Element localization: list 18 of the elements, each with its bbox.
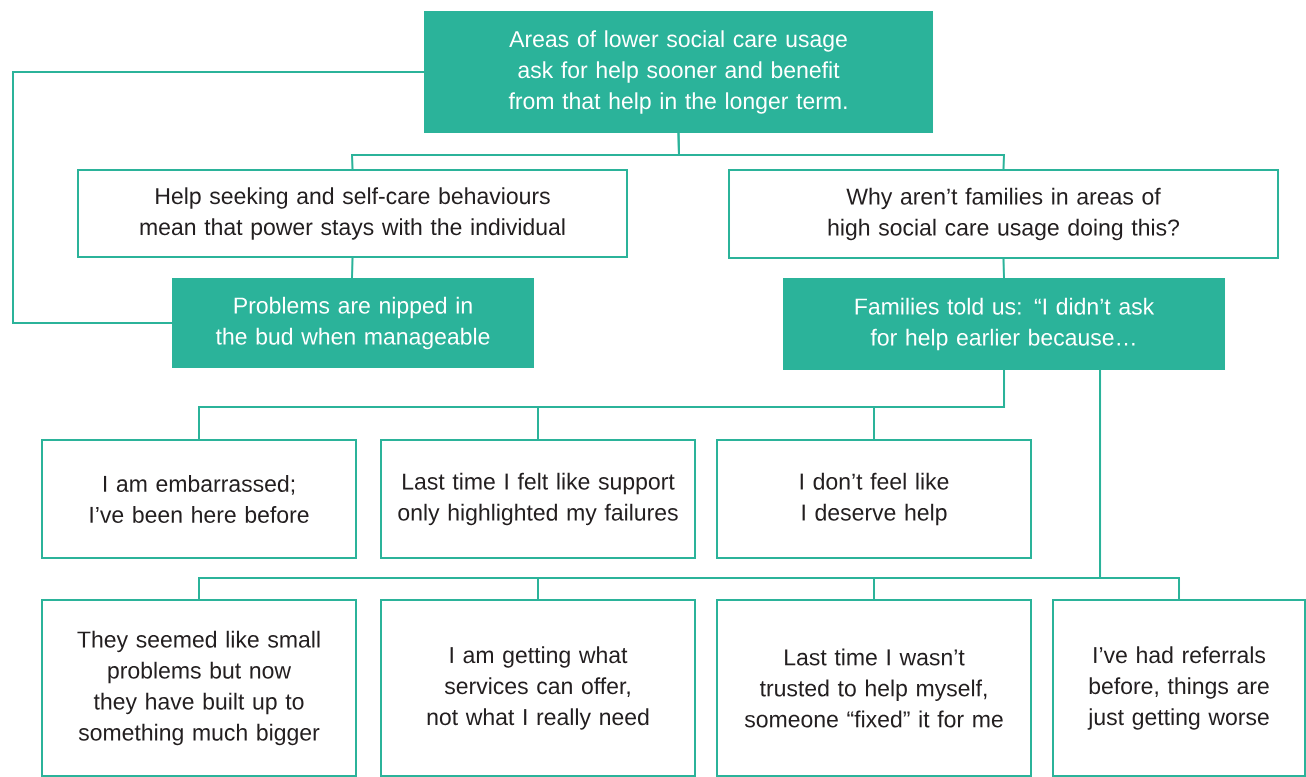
connector-line [677,132,1006,170]
heading-box: Areas of lower social care usage ask for help sooner and benefit from that help in the longer term. [424,11,933,133]
text-box: They seemed like small problems but now they have built up to something much bigger [41,599,357,777]
text-box: I’ve had referrals before, things are just getting worse [1052,599,1306,777]
text-box: I am getting what services can offer, not what I really need [380,599,696,777]
connector-line [12,71,425,324]
connector-line [1002,258,1005,279]
text-box: I don’t feel like I deserve help [716,439,1032,559]
heading-box: Families told us: “I didn’t ask for help earlier because… [783,278,1225,370]
text-box: Last time I wasn’t trusted to help myself, someone “fixed” it for me [716,599,1032,777]
text-box: I am embarrassed; I’ve been here before [41,439,357,559]
connector-line [351,257,354,279]
heading-box: Problems are nipped in the bud when manageable [172,278,534,368]
text-box: Last time I felt like support only highlighted my failures [380,439,696,559]
text-box: Why aren’t families in areas of high social care usage doing this? [728,169,1279,259]
connector-line [1099,369,1180,600]
connector-line [873,369,1005,440]
text-box: Help seeking and self-care behaviours mean that power stays with the individual [77,169,628,258]
